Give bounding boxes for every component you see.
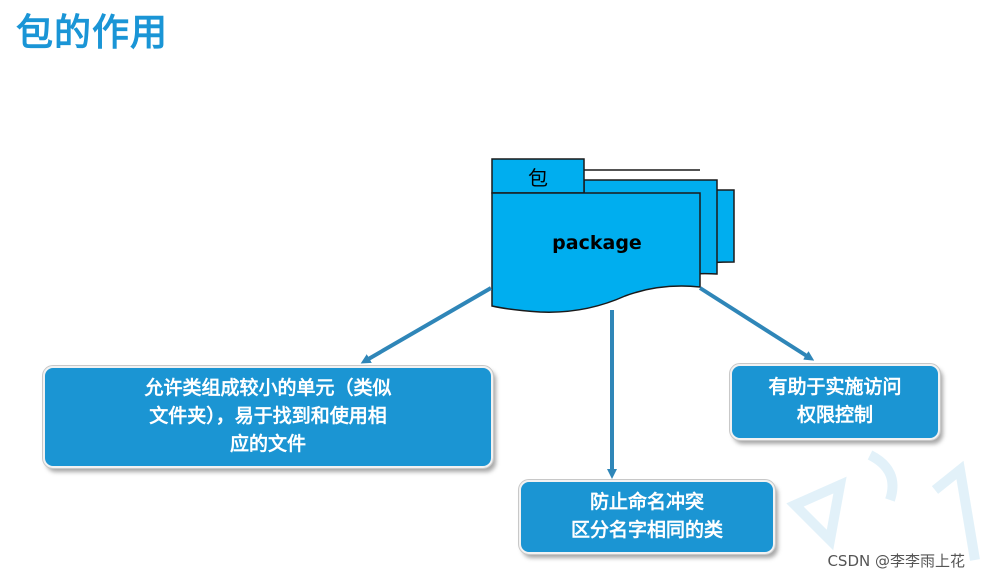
box-avoid-naming-conflict: 防止命名冲突 区分名字相同的类 (518, 479, 776, 555)
page-title: 包的作用 (16, 11, 168, 54)
csdn-watermark: CSDN @李李雨上花 (827, 552, 965, 570)
arrow-to-right-box (698, 286, 815, 361)
package-label: package (552, 232, 642, 254)
box-left-line-3: 应的文件 (229, 433, 306, 455)
package-page-front (491, 192, 701, 313)
arrow-to-left-box (360, 286, 493, 364)
box-left-line-1: 允许类组成较小的单元（类似 (144, 377, 392, 399)
box-right-line-2: 权限控制 (796, 404, 873, 426)
background-logo-watermark (786, 450, 980, 561)
box-left-line-2: 文件夹），易于找到和使用相 (149, 405, 387, 427)
box-organize-units: 允许类组成较小的单元（类似 文件夹），易于找到和使用相 应的文件 (42, 365, 494, 469)
box-access-control: 有助于实施访问 权限控制 (729, 363, 941, 441)
package-tab-label: 包 (528, 165, 548, 190)
box-right-line-1: 有助于实施访问 (768, 376, 902, 398)
box-bottom-line-2: 区分名字相同的类 (570, 519, 723, 541)
box-bottom-line-1: 防止命名冲突 (589, 491, 704, 513)
arrows (360, 286, 815, 479)
package-stack (491, 158, 735, 313)
